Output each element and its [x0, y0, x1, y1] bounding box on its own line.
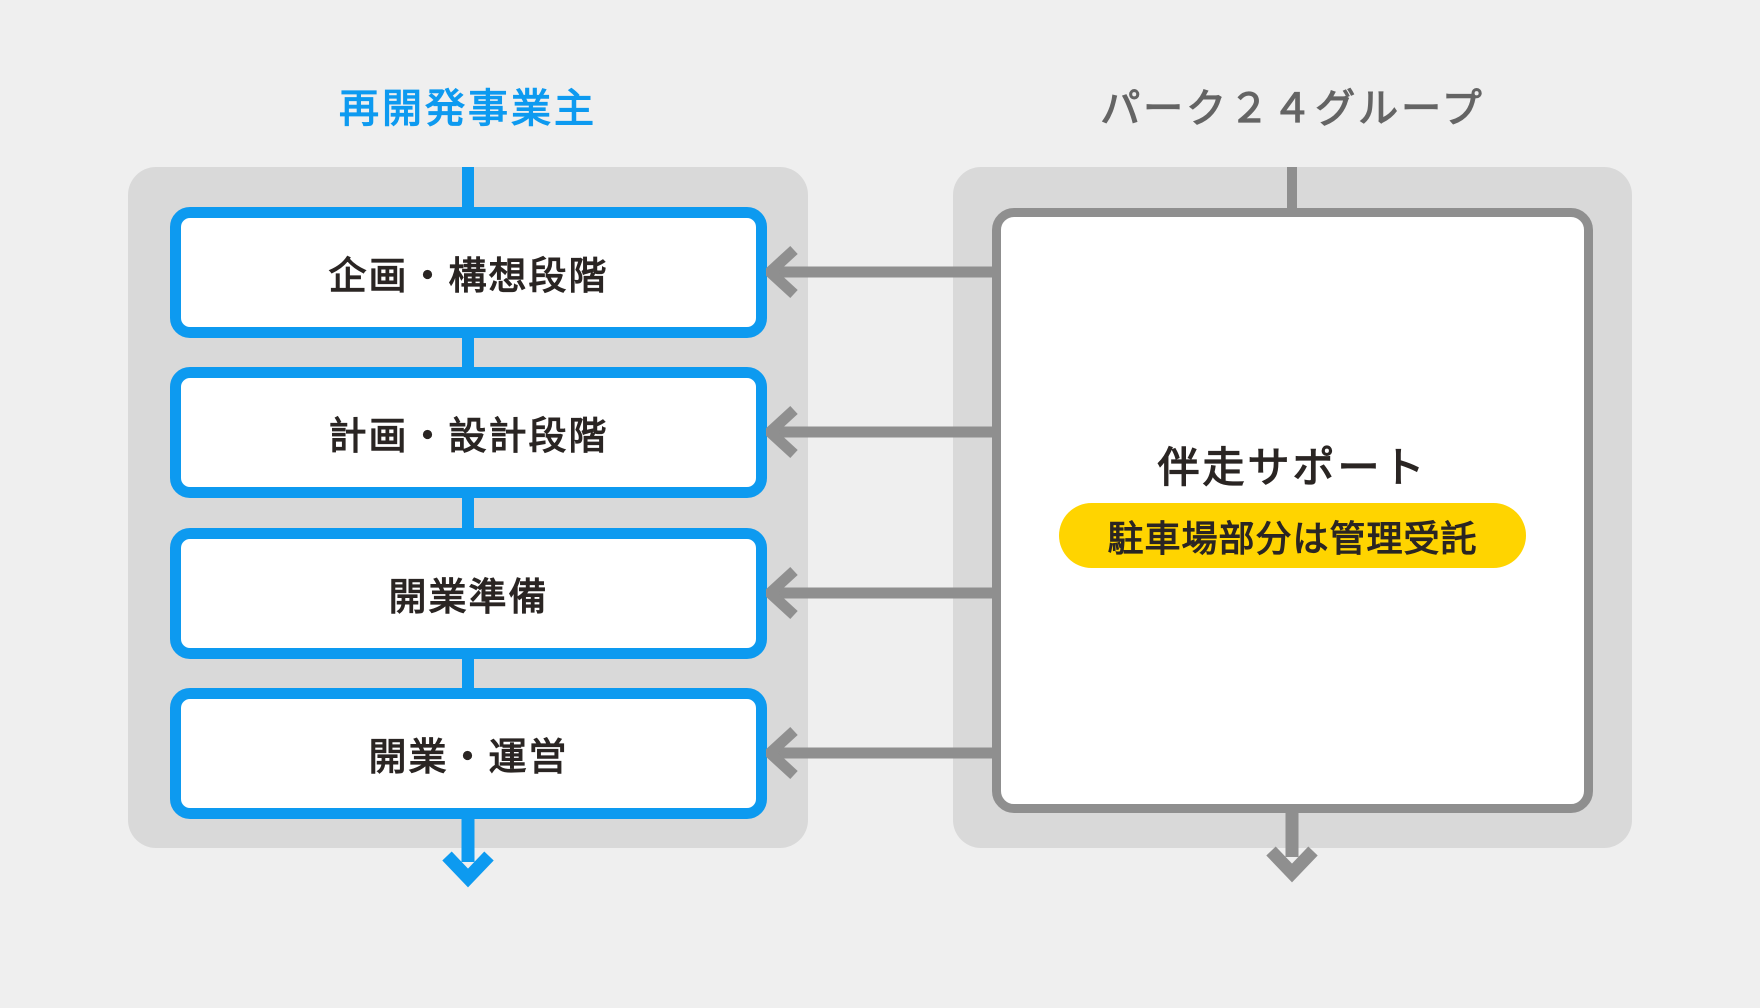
flow-connector-3-4 — [462, 659, 474, 689]
support-connector-top — [1287, 167, 1297, 209]
management-badge: 駐車場部分は管理受託 — [1059, 503, 1526, 568]
badge-row: 駐車場部分は管理受託 — [1001, 503, 1584, 568]
stage-box-plan-design: 計画・設計段階 — [170, 367, 767, 498]
support-arrow-stage-2-icon — [766, 405, 996, 459]
flow-connector-top — [462, 167, 474, 208]
stage-box-opening-prep: 開業準備 — [170, 528, 767, 659]
left-column-title: 再開発事業主 — [339, 87, 597, 131]
flow-connector-1-2 — [462, 338, 474, 368]
stage-box-opening-operation: 開業・運営 — [170, 688, 767, 819]
stage-box-planning-concept: 企画・構想段階 — [170, 207, 767, 338]
support-down-arrow-icon — [1266, 813, 1318, 883]
support-arrow-stage-3-icon — [766, 566, 996, 620]
flow-down-arrow-icon — [442, 818, 494, 888]
right-column-title: パーク２４グループ — [1100, 87, 1485, 131]
flow-connector-2-3 — [462, 498, 474, 529]
support-box: 伴走サポート 駐車場部分は管理受託 — [992, 208, 1593, 813]
support-title: 伴走サポート — [1157, 443, 1428, 491]
support-arrow-stage-4-icon — [766, 726, 996, 780]
support-arrow-stage-1-icon — [766, 245, 996, 299]
